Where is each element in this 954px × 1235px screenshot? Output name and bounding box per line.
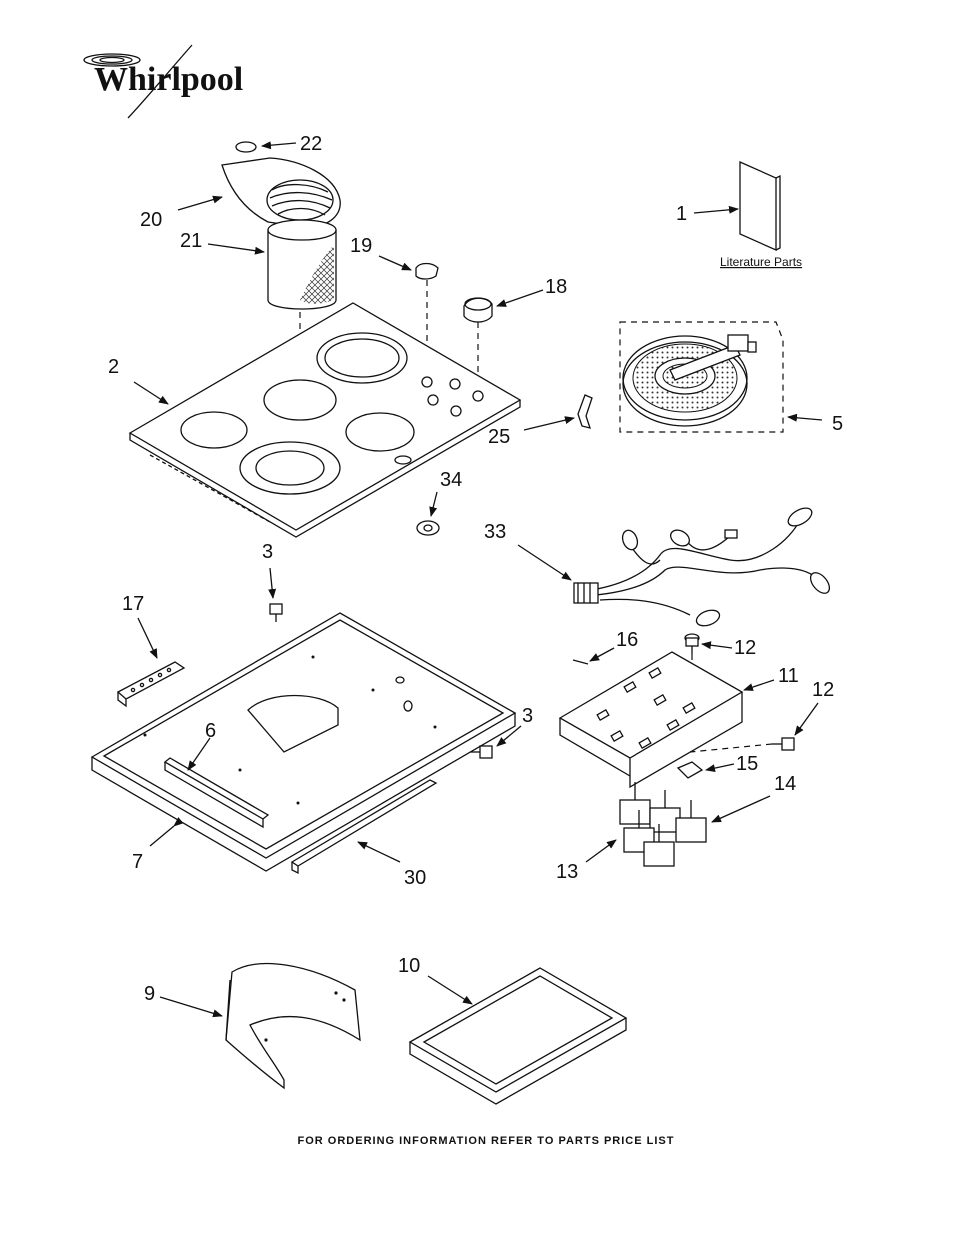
- callout-11: 11: [778, 665, 799, 687]
- callout-3-side: 3: [522, 705, 533, 727]
- callout-13: 13: [556, 861, 578, 883]
- switch-4: [675, 800, 707, 843]
- part-15-clip: 15: [676, 753, 758, 779]
- part-11-control-bracket: 11: [558, 651, 799, 789]
- control-knob-icons: [421, 376, 484, 417]
- callout-2: 2: [108, 356, 119, 378]
- callout-34: 34: [440, 469, 462, 491]
- callout-33: 33: [484, 521, 506, 543]
- callout-15: 15: [736, 753, 758, 775]
- callout-20: 20: [140, 209, 162, 231]
- part-3-screw-side: 3: [470, 705, 533, 759]
- callout-5: 5: [832, 413, 843, 435]
- bracket-slots: [596, 667, 696, 749]
- part-33-harness: 33: [484, 507, 831, 627]
- callout-16: 16: [616, 629, 638, 651]
- part-3-screw-top: 3: [262, 541, 283, 622]
- callout-17: 17: [122, 593, 144, 615]
- part-6-strip: 6: [163, 720, 270, 829]
- swirl-icon: [83, 44, 193, 119]
- part-20-grille: 20: [140, 157, 341, 231]
- part-25-bracket: 25: [488, 394, 593, 448]
- bracket-holes: [130, 667, 172, 693]
- switch-1: [619, 782, 651, 825]
- part-22: 22: [235, 133, 322, 155]
- callout-21: 21: [180, 230, 202, 252]
- part-12-screw-side: 12: [689, 679, 834, 753]
- part-16-wire: 16: [572, 629, 638, 665]
- part-21-vent-duct: 21: [180, 219, 337, 405]
- callout-3-top: 3: [262, 541, 273, 563]
- callout-1: 1: [676, 203, 687, 225]
- callout-12-top: 12: [734, 637, 756, 659]
- part-10-tray: 10: [398, 955, 628, 1105]
- whirlpool-logo: Whirlpool: [83, 44, 243, 119]
- ordering-info-footer: FOR ORDERING INFORMATION REFER TO PARTS …: [298, 1135, 675, 1147]
- callout-22: 22: [300, 133, 322, 155]
- part-14-label: 14: [711, 773, 796, 823]
- part-5-element: 5: [619, 321, 843, 435]
- part-2-cooktop: 2: [108, 302, 522, 538]
- callout-6: 6: [205, 720, 216, 742]
- callout-18: 18: [545, 276, 567, 298]
- callout-12-side: 12: [812, 679, 834, 701]
- callout-25: 25: [488, 426, 510, 448]
- mounting-holes: [143, 655, 437, 805]
- callout-14: 14: [774, 773, 796, 795]
- brand-name: Whirlpool: [94, 61, 243, 98]
- callout-10: 10: [398, 955, 420, 977]
- callout-9: 9: [144, 983, 155, 1005]
- part-19-knob: 19: [350, 235, 439, 378]
- part-7-frame: 7: [90, 612, 517, 873]
- part-30-rail: 30: [290, 779, 438, 889]
- part-13-switches: 13: [556, 782, 707, 883]
- switch-5: [643, 824, 675, 867]
- part-1-literature: 1 Literature Parts: [676, 160, 802, 269]
- part-18-knob: 18: [463, 276, 567, 392]
- callout-7: 7: [132, 851, 143, 873]
- part-17-bracket: 17: [116, 593, 186, 708]
- callout-19: 19: [350, 235, 372, 257]
- callout-30: 30: [404, 867, 426, 889]
- literature-parts-label: Literature Parts: [720, 255, 802, 269]
- part-34-clip: 34: [416, 469, 462, 536]
- part-9-shield: 9: [144, 962, 361, 1090]
